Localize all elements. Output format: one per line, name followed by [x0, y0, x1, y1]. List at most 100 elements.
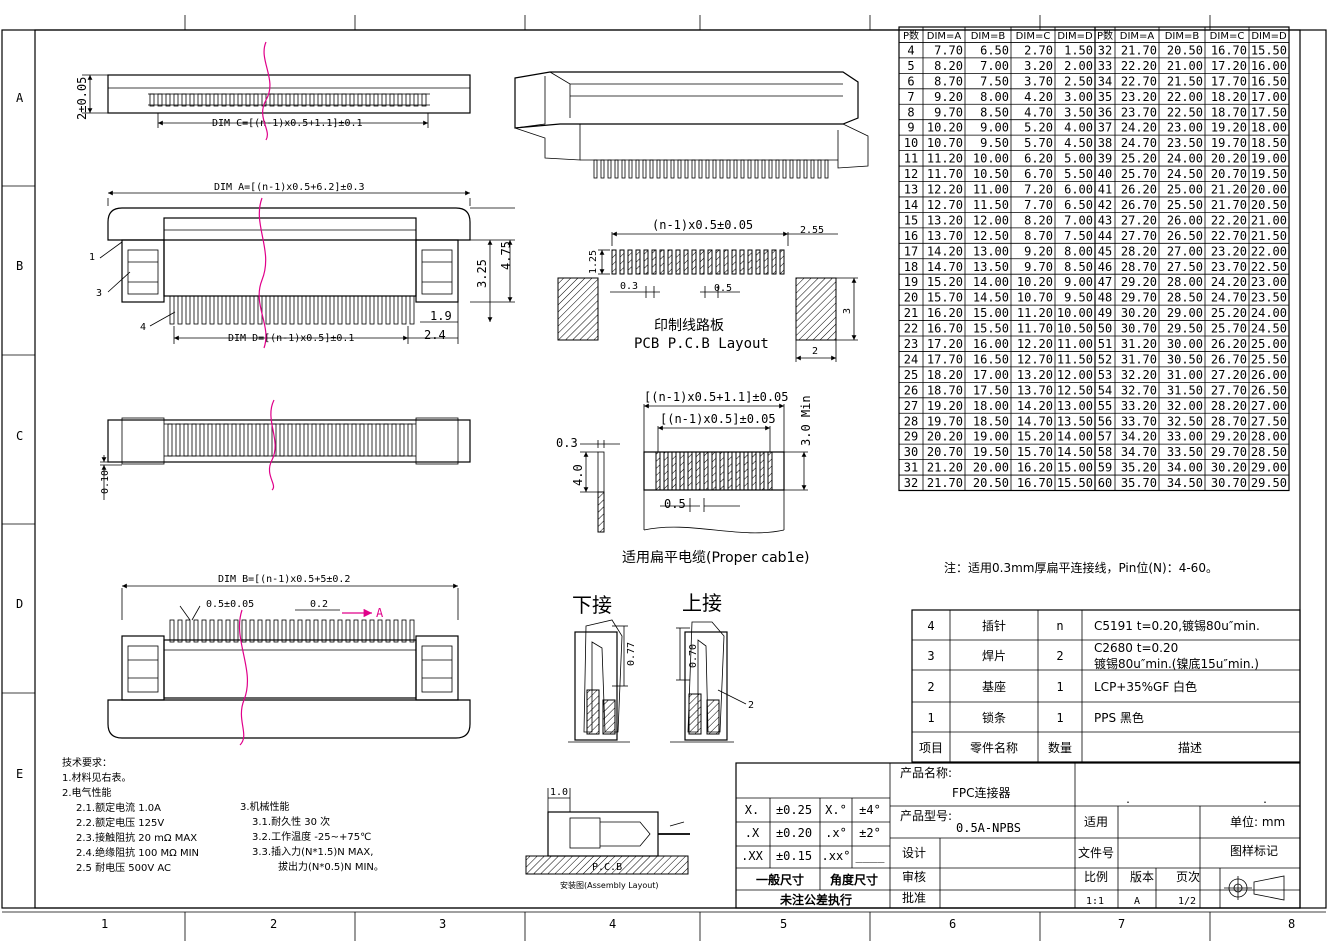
table-cell: 20.00: [973, 461, 1009, 475]
pin: [239, 423, 245, 457]
table-cell: 6.00: [1064, 183, 1093, 197]
pin: [201, 619, 207, 643]
ratio-label: 比例: [1084, 870, 1108, 884]
pin: [385, 619, 391, 643]
table-cell: 24.00: [1251, 306, 1287, 320]
table-cell: 29.50: [1251, 476, 1287, 490]
table-cell: 30.50: [1167, 352, 1203, 366]
pin: [319, 423, 325, 457]
design-label: 设计: [902, 846, 926, 860]
pin: [670, 159, 675, 179]
table-cell: 14.70: [927, 260, 963, 274]
table-cell: 8: [907, 105, 914, 119]
pcb-3: 3: [842, 308, 853, 314]
table-cell: 13.00: [1057, 399, 1093, 413]
pin: [263, 423, 269, 457]
table-cell: 18.20: [1211, 90, 1247, 104]
table-cell: 19.50: [1251, 167, 1287, 181]
pin: [635, 249, 641, 275]
table-cell: 26: [904, 383, 918, 397]
pin: [389, 93, 395, 107]
applicability-note: 注：适用0.3mm厚扁平连接线，Pin位(N)：4-60。: [944, 560, 1218, 575]
table-cell: 26.20: [1121, 183, 1157, 197]
table-cell: 50: [1098, 322, 1112, 336]
table-cell: 18.70: [927, 383, 963, 397]
table-cell: 34.70: [1121, 445, 1157, 459]
pin: [763, 249, 769, 275]
table-cell: 31.20: [1121, 337, 1157, 351]
cable-0-3: 0.3: [556, 436, 578, 450]
isometric-view: [514, 71, 869, 179]
pin: [683, 249, 689, 275]
pin: [297, 295, 303, 325]
pin: [345, 619, 351, 643]
table-cell: 6.50: [1064, 198, 1093, 212]
table-cell: 15.70: [927, 291, 963, 305]
table-cell: 27.50: [1167, 260, 1203, 274]
tolerance-cell: .x°: [825, 826, 847, 840]
table-header: DIM=A: [1120, 31, 1155, 42]
table-cell: 12.70: [1017, 352, 1053, 366]
pin: [349, 93, 355, 107]
dim-0-10: 0.10: [100, 470, 111, 494]
pin: [383, 423, 389, 457]
pin: [273, 295, 279, 325]
ratio-value: 1:1: [1086, 896, 1104, 907]
pin: [711, 451, 717, 491]
pin: [715, 249, 721, 275]
pin: [796, 159, 801, 179]
cable-0-5: 0.5: [664, 497, 686, 511]
pin: [345, 295, 351, 325]
table-cell: 25.00: [1251, 337, 1287, 351]
table-cell: 35: [1098, 90, 1112, 104]
table-cell: 15.70: [1017, 445, 1053, 459]
pin: [705, 159, 710, 179]
table-cell: 17.00: [1251, 90, 1287, 104]
table-header: DIM=D: [1251, 31, 1287, 42]
table-cell: 17.70: [1211, 74, 1247, 88]
bom-item: 2: [927, 680, 934, 694]
pin: [768, 159, 773, 179]
table-cell: 25: [904, 368, 918, 382]
pin: [627, 249, 633, 275]
pin: [369, 295, 375, 325]
table-cell: 25.50: [1167, 198, 1203, 212]
table-cell: 7.20: [1024, 183, 1053, 197]
pin: [253, 93, 259, 107]
table-cell: 13.20: [1017, 368, 1053, 382]
bom-header: 描述: [1178, 741, 1202, 755]
row-label: E: [16, 767, 23, 781]
pin: [305, 295, 311, 325]
pin: [707, 249, 713, 275]
table-cell: 13.20: [927, 213, 963, 227]
table-cell: 5.50: [1064, 167, 1093, 181]
table-cell: 18.50: [1251, 136, 1287, 150]
table-cell: 22.70: [1211, 229, 1247, 243]
table-cell: 20.20: [927, 430, 963, 444]
table-cell: 16.00: [973, 337, 1009, 351]
top-contact-dim: 0.70: [688, 644, 699, 668]
table-cell: 52: [1098, 352, 1112, 366]
table-cell: 3.20: [1024, 59, 1053, 73]
bom-qty: 1: [1056, 711, 1063, 725]
table-cell: 22.00: [1167, 90, 1203, 104]
pin: [393, 619, 399, 643]
table-cell: 22.70: [1121, 74, 1157, 88]
table-cell: 40: [1098, 167, 1112, 181]
table-cell: 27: [904, 399, 918, 413]
table-cell: 5.20: [1024, 121, 1053, 135]
pin: [651, 249, 657, 275]
arrow-a-label: A: [376, 606, 384, 620]
table-cell: 54: [1098, 383, 1112, 397]
table-cell: 10: [904, 136, 918, 150]
table-cell: 11.50: [973, 198, 1009, 212]
pin: [743, 451, 749, 491]
pin: [771, 249, 777, 275]
pin: [295, 423, 301, 457]
table-cell: 14.50: [1057, 445, 1093, 459]
table-cell: 32: [904, 476, 918, 490]
bom-qty: 1: [1056, 680, 1063, 694]
pin: [221, 93, 227, 107]
table-cell: 25.20: [1211, 306, 1247, 320]
table-header: P数: [1097, 29, 1113, 42]
